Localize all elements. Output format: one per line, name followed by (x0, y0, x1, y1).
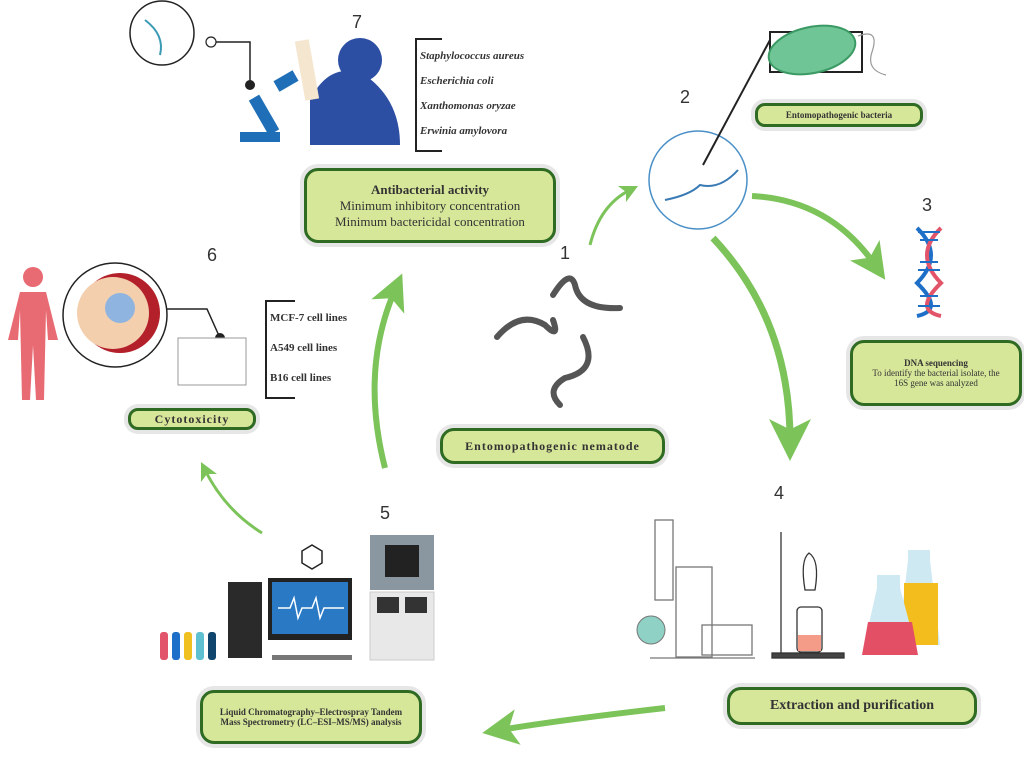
mbc-text: Minimum bactericidal concentration (335, 213, 525, 229)
antibacterial-title: Antibacterial activity (370, 181, 490, 197)
extraction-text: Extraction and purification (769, 698, 935, 713)
step-number-2: 2 (680, 87, 691, 107)
dna-icon (914, 226, 944, 318)
bacteria-item: Erwinia amylovora (420, 125, 508, 137)
antibacterial-activity-label: Antibacterial activity Minimum inhibitor… (304, 168, 556, 243)
dna-sequencing-label: DNA sequencing To identify the bacterial… (850, 340, 1022, 406)
dna-title: DNA sequencing (904, 358, 968, 368)
scientist-icon (294, 38, 400, 145)
nematode-label-text: Entomopathogenic nematode (465, 438, 640, 453)
rotary-evaporator-icon (650, 519, 755, 659)
lcms-line2: Mass Spectrometry (LC–ESI–MS/MS) analysi… (220, 717, 402, 727)
bacteria-list-bracket (415, 38, 442, 152)
bacteria-item: Staphylococcus aureus (420, 50, 525, 62)
nematode-icon (494, 275, 623, 408)
arrow-5-to-7 (371, 273, 405, 469)
arrow-1-to-2 (588, 185, 639, 246)
step-number-1: 1 (560, 243, 571, 263)
flasks-icon (862, 550, 940, 655)
arrow-2-to-4 (710, 235, 811, 461)
entomopathogenic-nematode-label: Entomopathogenic nematode (440, 428, 665, 464)
cytotoxicity-label: Cytotoxicity (128, 408, 256, 430)
arrow-2-to-3 (751, 193, 886, 280)
molecule-icon (301, 544, 323, 570)
test-tubes-icon (160, 632, 216, 660)
arrow-4-to-5 (482, 705, 666, 745)
arrow-5-to-6 (200, 461, 263, 535)
dna-line2: 16S gene was analyzed (894, 378, 978, 388)
cell-lines-list: MCF-7 cell lines A549 cell lines B16 cel… (270, 313, 347, 384)
lcms-line1: Liquid Chromatography–Electrospray Tande… (219, 707, 403, 717)
dna-line1: To identify the bacterial isolate, the (872, 368, 1000, 378)
lc-esi-ms-label: Liquid Chromatography–Electrospray Tande… (200, 690, 422, 744)
step-number-5: 5 (380, 503, 391, 523)
step-number-3: 3 (922, 195, 933, 215)
computer-tower-icon (228, 582, 262, 658)
mic-text: Minimum inhibitory concentration (339, 197, 521, 213)
cell-lines-bracket (265, 300, 295, 399)
bacteria-item: Xanthomonas oryzae (420, 100, 516, 112)
cell-line-item: B16 cell lines (270, 372, 332, 384)
magnified-sample-icon (129, 0, 195, 66)
entomopathogenic-bacteria-label: Entomopathogenic bacteria (755, 103, 923, 127)
step-number-4: 4 (774, 483, 785, 503)
bacteria-label-text: Entomopathogenic bacteria (785, 110, 893, 120)
bacteria-item: Escherichia coli (420, 75, 494, 87)
separatory-funnel-icon (771, 532, 845, 659)
human-body-icon (8, 267, 58, 400)
cell-line-item: MCF-7 cell lines (270, 312, 347, 324)
microscope-icon (240, 70, 299, 142)
bacteria-list: Staphylococcus aureus Escherichia coli X… (420, 51, 524, 137)
step-number-7: 7 (352, 12, 363, 32)
cell-culture-image (177, 337, 247, 386)
bacteria-magnified-icon (648, 130, 748, 230)
cell-line-item: A549 cell lines (270, 342, 338, 354)
cytotoxicity-text: Cytotoxicity (154, 411, 230, 426)
bacterium-icon (767, 24, 857, 76)
extraction-purification-label: Extraction and purification (727, 687, 977, 725)
step-number-6: 6 (207, 245, 218, 265)
